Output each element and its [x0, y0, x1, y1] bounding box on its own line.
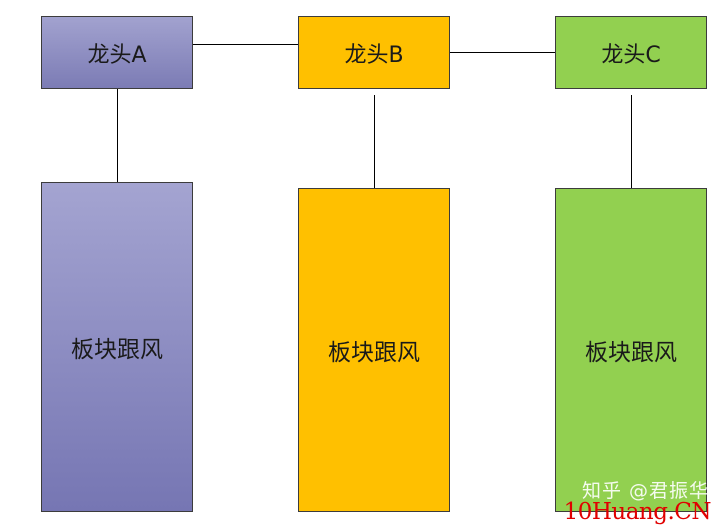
connector-a-b — [193, 44, 298, 45]
sector-a-node: 板块跟风 — [41, 182, 193, 512]
connector-b-c — [450, 52, 555, 53]
sector-c-label: 板块跟风 — [585, 340, 677, 366]
leader-b-label: 龙头B — [344, 42, 404, 68]
leader-c-label: 龙头C — [601, 42, 661, 68]
site-watermark: 10Huang.CN — [563, 499, 712, 525]
leader-a-node: 龙头A — [41, 16, 193, 89]
connector-c-sector — [631, 95, 632, 188]
sector-b-label: 板块跟风 — [328, 340, 420, 366]
sector-a-label: 板块跟风 — [71, 337, 163, 363]
sector-b-node: 板块跟风 — [298, 188, 450, 512]
sector-c-node: 板块跟风 — [555, 188, 707, 512]
zhihu-watermark: 知乎 @君振华 — [581, 480, 709, 502]
leader-c-node: 龙头C — [555, 16, 707, 89]
leader-b-node: 龙头B — [298, 16, 450, 89]
leader-a-label: 龙头A — [87, 42, 147, 68]
connector-a-sector — [117, 89, 118, 182]
connector-b-sector — [374, 95, 375, 188]
